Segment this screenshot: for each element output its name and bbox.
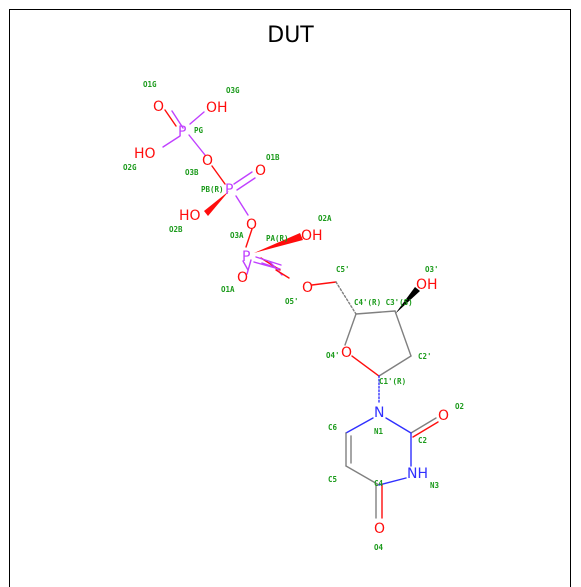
bond-pg-o2g bbox=[162, 135, 181, 148]
name-pa: PA(R) bbox=[266, 234, 289, 243]
name-o1a: O1A bbox=[221, 285, 235, 294]
name-n3: N3 bbox=[430, 481, 440, 490]
molecule-title: DUT bbox=[267, 23, 314, 48]
name-c5p: C5' bbox=[336, 265, 350, 274]
name-pg: PG bbox=[194, 126, 204, 135]
bond-pg-o3g bbox=[189, 111, 205, 125]
diagram-frame bbox=[9, 9, 571, 587]
atom-o1g: O bbox=[153, 99, 164, 115]
bond-c2p-c1p bbox=[378, 355, 412, 377]
name-o3p: O3' bbox=[425, 265, 439, 274]
bonds bbox=[162, 109, 439, 519]
name-o2g: O2G bbox=[123, 163, 137, 172]
name-o3b: O3B bbox=[185, 168, 199, 177]
bond-c5p-c4p bbox=[335, 281, 357, 315]
bond-o5p-c5p bbox=[311, 281, 337, 286]
name-o3a: O3A bbox=[230, 231, 244, 240]
atom-o5p: O bbox=[302, 280, 313, 296]
atom-o2g: HO bbox=[134, 146, 156, 162]
atom-o2a: OH bbox=[301, 228, 323, 244]
atom-o2b: HO bbox=[179, 208, 201, 224]
wedge-c3p-o3p bbox=[395, 287, 420, 314]
atom-o2: O bbox=[438, 408, 449, 424]
wedge-pa-o2a bbox=[254, 233, 303, 253]
name-c2: C2 bbox=[418, 436, 427, 445]
name-c2p: C2' bbox=[418, 352, 432, 361]
atom-o1b: O bbox=[255, 163, 266, 179]
bond-pg-o1g-a bbox=[171, 110, 184, 129]
bond-n1-c6 bbox=[345, 417, 374, 434]
atom-o4p: O bbox=[341, 345, 352, 361]
bond-pb-o1b-a bbox=[233, 171, 253, 185]
bond-pa-o1a-a bbox=[242, 260, 249, 271]
name-o4p: O4' bbox=[326, 351, 340, 360]
name-o4: O4 bbox=[374, 543, 384, 552]
atom-o4: O bbox=[374, 521, 385, 537]
atom-pb: P bbox=[225, 182, 233, 198]
bond-pa-o1a-b bbox=[246, 259, 252, 275]
bond-n1-c2 bbox=[385, 417, 412, 434]
bond-pb-o1b-b bbox=[236, 177, 256, 191]
atom-o3a: O bbox=[246, 217, 257, 233]
bond-pa-o1a-f bbox=[255, 256, 282, 266]
bond-o3a-pa bbox=[245, 228, 253, 248]
bond-n3-c4 bbox=[378, 477, 407, 486]
name-o2: O2 bbox=[455, 402, 464, 411]
atom-name-labels: O1G O3G PG O2G O3B O1B PB(R) O2B O2A O3A… bbox=[123, 80, 464, 552]
bond-c4p-o4p bbox=[344, 313, 357, 346]
bond-c2-o2-a bbox=[410, 417, 437, 434]
bond-pa-o5p bbox=[275, 269, 290, 279]
name-o2a: O2A bbox=[318, 214, 332, 223]
name-o5p: O5' bbox=[285, 297, 299, 306]
name-n1: N1 bbox=[374, 427, 384, 436]
bond-pg-o1g-b bbox=[164, 109, 177, 127]
wedge-pb-o2b bbox=[204, 191, 229, 216]
bond-o4p-c1p bbox=[351, 355, 380, 377]
bond-c5-c4 bbox=[345, 465, 380, 486]
atom-o3g: OH bbox=[206, 100, 228, 116]
name-o1g: O1G bbox=[143, 80, 157, 89]
atom-n3: NH bbox=[407, 466, 428, 482]
bond-pb-o3a bbox=[235, 195, 249, 216]
name-c6: C6 bbox=[328, 423, 338, 432]
atom-pg: P bbox=[178, 124, 186, 140]
name-pb: PB(R) bbox=[201, 185, 224, 194]
name-o1b: O1B bbox=[266, 153, 280, 162]
name-c4: C4 bbox=[374, 479, 384, 488]
name-o3g: O3G bbox=[226, 86, 240, 95]
atom-o1a: O bbox=[237, 270, 248, 286]
atom-o3b: O bbox=[202, 153, 213, 169]
atom-pa: P bbox=[242, 249, 250, 265]
bond-o3b-pb bbox=[211, 165, 226, 185]
bond-c3p-c2p bbox=[394, 310, 412, 357]
name-c5: C5 bbox=[328, 475, 337, 484]
name-o2b: O2B bbox=[169, 225, 183, 234]
bond-pg-o3b bbox=[188, 134, 206, 156]
atom-n1: N bbox=[374, 405, 384, 421]
atom-o3p: OH bbox=[416, 277, 438, 293]
atom-symbols: O OH P HO O O P HO O OH P O O OH O N NH … bbox=[134, 99, 449, 537]
name-c4p-c3p: C4'(R) C3'(S) bbox=[354, 298, 413, 307]
name-c1p: C1'(R) bbox=[379, 377, 406, 386]
bond-c4p-c3p bbox=[355, 310, 396, 315]
bond-c2-o2-b bbox=[412, 421, 439, 438]
